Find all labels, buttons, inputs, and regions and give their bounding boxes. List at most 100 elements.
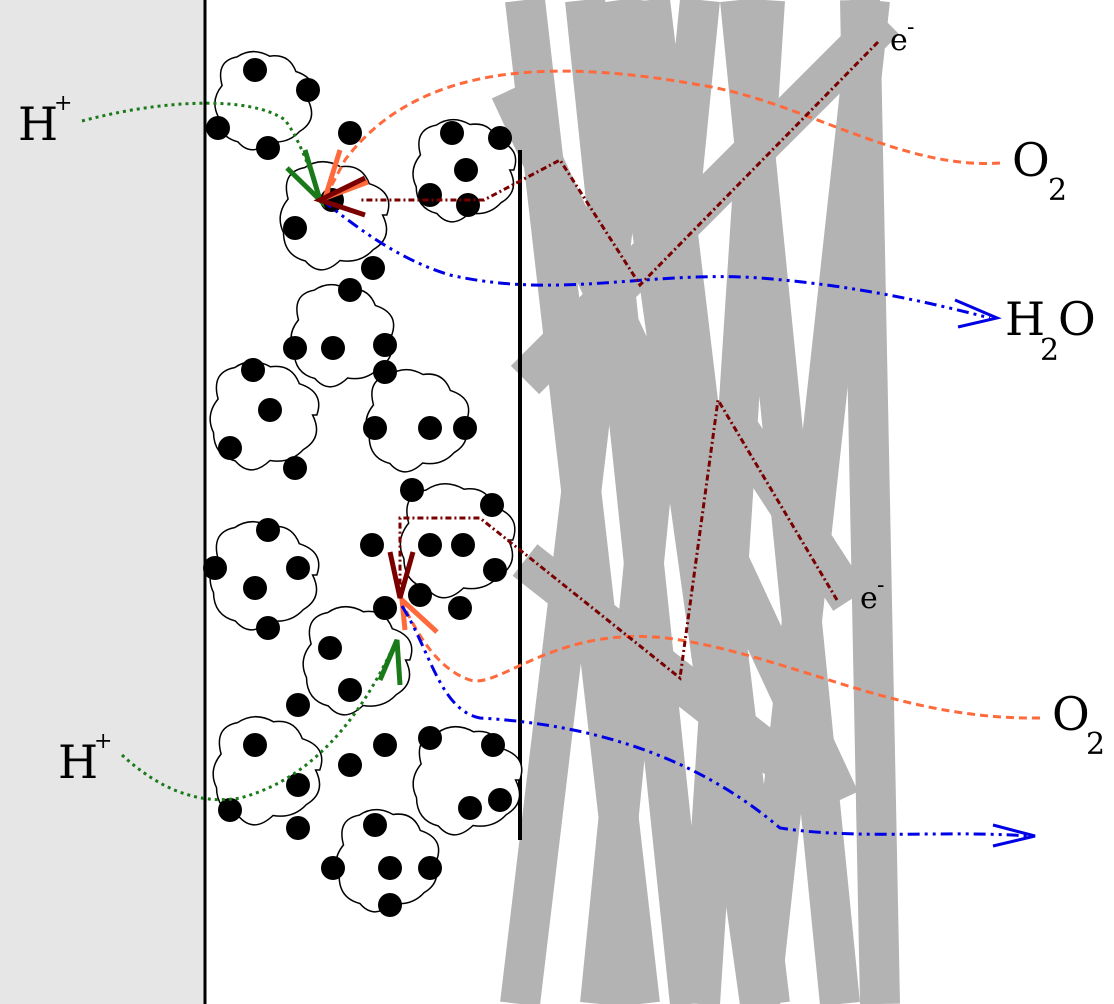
agglomerate: [206, 50, 320, 160]
agglomerate-outline: [365, 368, 470, 473]
catalyst-particle: [318, 636, 342, 660]
oxygen-subscript: 2: [1086, 727, 1105, 762]
proton-charge: +: [54, 91, 72, 116]
catalyst-particle: [338, 121, 362, 145]
electron-path-bottom: [398, 395, 839, 681]
catalyst-particle: [378, 893, 402, 917]
catalyst-particle: [480, 493, 504, 517]
agglomerate-outline: [214, 50, 315, 151]
label-proton-bottom: H +: [58, 729, 112, 789]
catalyst-particle: [378, 856, 402, 880]
catalyst-particle: [206, 116, 230, 140]
catalyst-particle: [454, 158, 478, 182]
catalyst-particle: [258, 398, 282, 422]
oxygen-arrowhead-bottom: [398, 593, 439, 634]
electron-symbol: e: [860, 581, 878, 616]
water-arrowhead-top: [954, 298, 1002, 329]
agglomerate-outline: [290, 283, 395, 388]
agglomerate: [321, 808, 442, 917]
catalyst-particle: [256, 616, 280, 640]
catalyst-particle: [418, 533, 442, 557]
catalyst-particle: [373, 596, 397, 620]
catalyst-particle: [243, 733, 267, 757]
water-subscript: 2: [1040, 333, 1059, 368]
fiber: [512, 544, 843, 816]
fiber: [600, 0, 780, 1004]
catalyst-particle: [338, 678, 362, 702]
label-electron-bottom: e -: [860, 573, 884, 616]
agglomerate: [286, 596, 413, 757]
catalyst-particle: [296, 78, 320, 102]
oxygen-path-top: [323, 69, 1001, 199]
agglomerate: [279, 121, 390, 280]
agglomerate: [360, 478, 516, 620]
catalyst-particle: [363, 813, 387, 837]
oxygen-symbol: O: [1052, 687, 1090, 741]
catalyst-particle: [218, 436, 242, 460]
water-oxygen: O: [1058, 292, 1096, 346]
catalyst-particle: [218, 798, 242, 822]
label-proton-top: H +: [18, 91, 72, 151]
catalyst-particle: [453, 416, 477, 440]
oxygen-subscript: 2: [1048, 173, 1067, 208]
catalyst-particle: [361, 256, 385, 280]
catalyst-particle: [400, 478, 424, 502]
proton-symbol: H: [18, 97, 58, 151]
catalyst-particle: [440, 121, 464, 145]
fiber: [840, 0, 900, 1004]
catalyst-particle: [283, 456, 307, 480]
catalyst-particle: [321, 856, 345, 880]
catalyst-particle: [203, 556, 227, 580]
label-electron-top: e -: [890, 15, 914, 58]
oxygen-symbol: O: [1012, 133, 1050, 187]
proton-arrowhead-bottom: [377, 639, 403, 686]
catalyst-particle: [286, 816, 310, 840]
water-arrowhead-bottom: [992, 823, 1036, 848]
catalyst-particle: [243, 576, 267, 600]
catalyst-particle: [456, 193, 480, 217]
electron-charge: -: [907, 15, 914, 40]
agglomerate: [412, 725, 523, 836]
water-paths: [321, 198, 1036, 848]
catalyst-particle: [373, 733, 397, 757]
catalyst-particle: [448, 596, 472, 620]
catalyst-particle: [488, 126, 512, 150]
agglomerate: [283, 278, 397, 388]
proton-path-bottom: [120, 642, 397, 802]
label-water: H 2 O: [1005, 292, 1096, 368]
catalyst-particle: [283, 216, 307, 240]
catalyst-particle: [458, 796, 482, 820]
fiber: [510, 5, 900, 395]
electron-symbol: e: [890, 23, 908, 58]
catalyst-particle: [418, 856, 442, 880]
water-hydrogen: H: [1005, 292, 1045, 346]
label-oxygen-top: O 2: [1012, 133, 1067, 208]
agglomerate-outline: [212, 715, 323, 826]
catalyst-particle: [418, 416, 442, 440]
catalyst-particle: [256, 136, 280, 160]
catalyst-particle: [321, 336, 345, 360]
catalyst-particle: [286, 693, 310, 717]
electron-arrowhead-bottom: [387, 551, 416, 599]
fiber: [703, 389, 867, 611]
proton-charge: +: [94, 729, 112, 754]
agglomerate: [212, 715, 362, 840]
agglomerate: [203, 518, 320, 640]
catalyst-particle: [283, 336, 307, 360]
electron-arrowhead-top: [313, 175, 367, 218]
electron-paths: [313, 40, 880, 681]
catalyst-particle: [243, 58, 267, 82]
catalyst-particle: [408, 583, 432, 607]
membrane-region: [0, 0, 205, 1004]
catalyst-particle: [256, 518, 280, 542]
catalyst-particle: [483, 558, 507, 582]
label-oxygen-bottom: O 2: [1052, 687, 1105, 762]
electron-charge: -: [877, 573, 884, 598]
catalyst-particle: [286, 773, 310, 797]
catalyst-particle: [363, 416, 387, 440]
catalyst-particle: [418, 726, 442, 750]
proton-symbol: H: [58, 735, 98, 789]
catalyst-particle: [488, 788, 512, 812]
